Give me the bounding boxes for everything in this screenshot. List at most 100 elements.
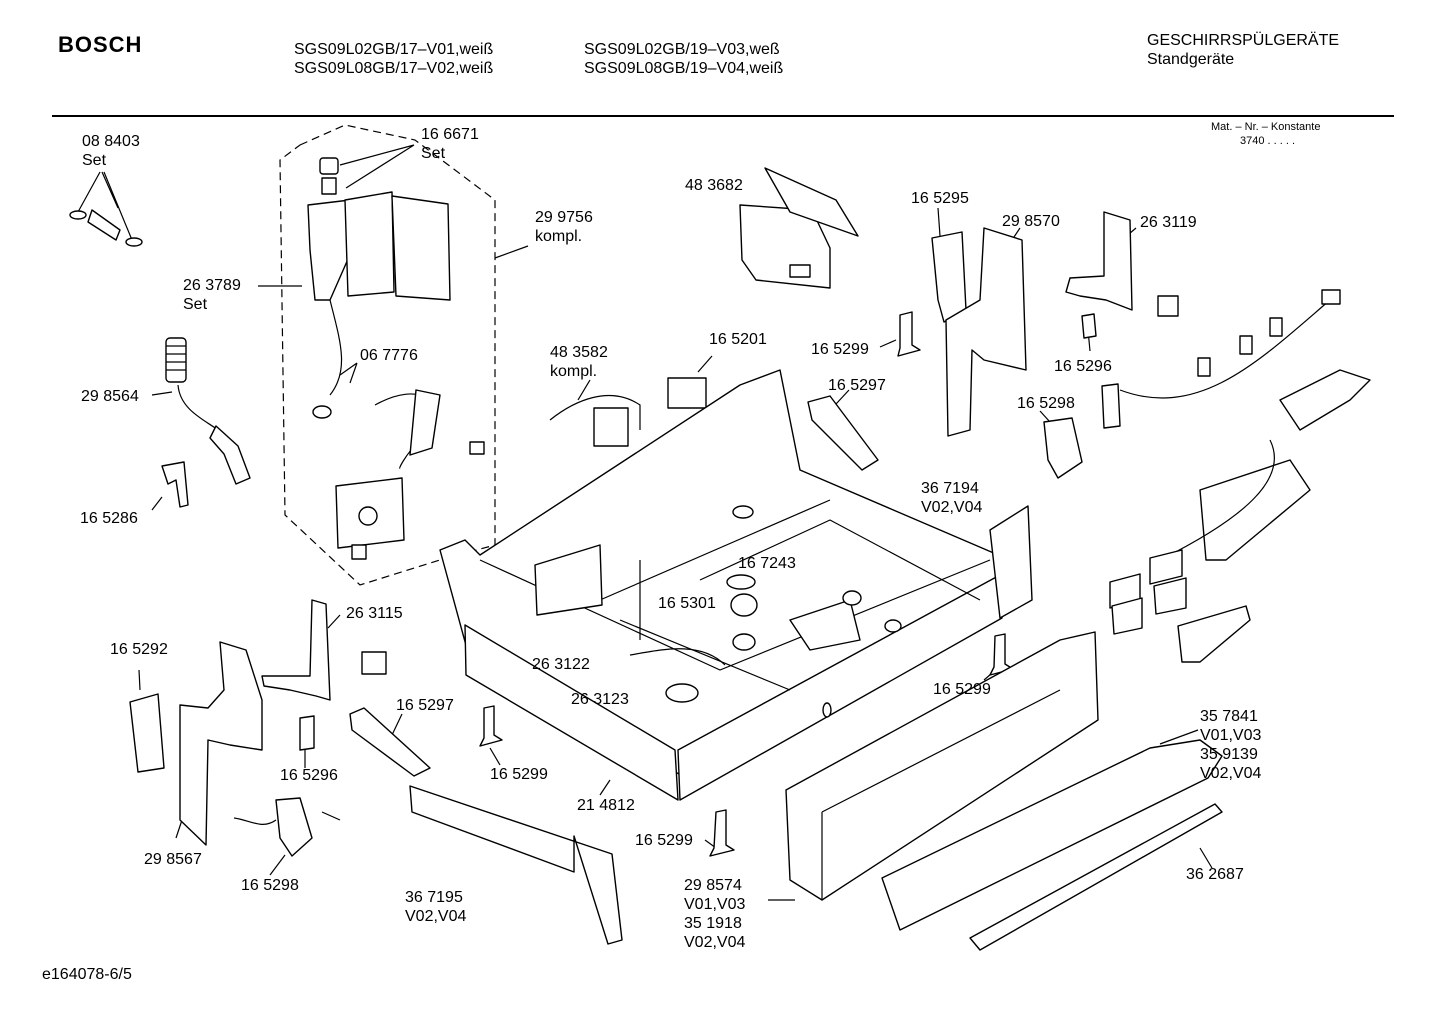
part-label-263123: 26 3123 (571, 691, 629, 708)
brand-logo: BOSCH (58, 32, 143, 57)
part-note: kompl. (550, 363, 598, 380)
part-label-165292: 16 5292 (110, 641, 168, 658)
part-label-165296-b: 16 5296 (280, 767, 338, 784)
part-label-357841: 35 7841 V01,V03 35 9139 V02,V04 (1200, 707, 1261, 783)
part-label-165201: 16 5201 (709, 331, 767, 348)
mat-nr-value: 3740 . . . . . (1240, 135, 1296, 147)
kickplate-298574 (785, 631, 1099, 901)
part-label-263122: 26 3122 (532, 656, 590, 673)
screw-165299-a (897, 311, 921, 357)
clip-165286 (161, 461, 189, 508)
cover-367194 (989, 505, 1033, 619)
part-number: 29 9756 (535, 209, 593, 226)
sensor-165298-a (1043, 417, 1083, 479)
trim-362687 (969, 803, 1223, 951)
model-list-2: SGS09L02GB/19–V03,weß SGS09L08GB/19–V04,… (584, 40, 783, 78)
part-number: 35 1918 (684, 915, 742, 932)
model-line: SGS09L08GB/17–V02,weiß (294, 60, 494, 77)
bracket-263119 (1065, 211, 1133, 311)
clip-165296-b (299, 715, 315, 751)
part-note: V01,V03 (684, 896, 746, 913)
control-module (739, 167, 859, 289)
part-label-263115: 26 3115 (346, 605, 403, 622)
clip-165296-a (1081, 313, 1097, 339)
part-label-263789: 26 3789 Set (183, 276, 241, 314)
category-subtitle: Standgeräte (1147, 51, 1235, 68)
wiring-harness (1101, 289, 1371, 663)
part-label-165299-a: 16 5299 (811, 341, 869, 358)
spring-clip-165297-a (807, 395, 879, 471)
assembly-boundary (279, 124, 496, 586)
part-number: 48 3582 (550, 344, 608, 361)
part-label-165298-b: 16 5298 (241, 877, 299, 894)
model-list-1: SGS09L02GB/17–V01,weiß SGS09L08GB/17–V02… (294, 40, 493, 78)
model-line: SGS09L02GB/19–V03,weß (584, 41, 780, 58)
part-label-165295: 16 5295 (911, 190, 969, 207)
part-number: 35 9139 (1200, 746, 1258, 763)
category-title: GESCHIRRSPÜLGERÄTE (1147, 32, 1340, 49)
part-label-298564: 29 8564 (81, 388, 139, 405)
part-label-165299-d: 16 5299 (635, 832, 693, 849)
cover-165292 (129, 693, 165, 773)
part-number: 16 6671 (421, 126, 479, 143)
part-label-298567: 29 8567 (144, 851, 202, 868)
model-line: SGS09L08GB/19–V04,weiß (584, 60, 784, 77)
base-tub (439, 369, 1011, 801)
part-label-362687: 36 2687 (1186, 866, 1244, 883)
part-label-483682: 48 3682 (685, 177, 743, 194)
plug-165201 (667, 377, 707, 409)
spring-clip-165297-b (349, 707, 431, 777)
part-label-165297-a: 16 5297 (828, 377, 886, 394)
bracket-298570 (945, 227, 1027, 437)
part-note: V02,V04 (684, 934, 746, 951)
part-number: 08 8403 (82, 133, 140, 150)
part-label-088403: 08 8403 Set (82, 132, 140, 170)
part-label-298574: 29 8574 V01,V03 35 1918 V02,V04 (684, 876, 745, 952)
plug-165296-a (1157, 295, 1179, 317)
part-label-166671: 16 6671 Set (421, 125, 479, 163)
part-number: 29 8574 (684, 877, 742, 894)
part-note: V02,V04 (405, 908, 467, 925)
hose-clamp-set (69, 209, 143, 247)
part-note: Set (82, 152, 107, 169)
part-label-165299-c: 16 5299 (490, 766, 548, 783)
part-label-367195: 36 7195 V02,V04 (405, 888, 466, 926)
part-label-298570: 29 8570 (1002, 213, 1060, 230)
wire-483582 (549, 395, 641, 430)
screw-165299-c (709, 809, 735, 857)
part-label-299756: 29 9756 kompl. (535, 208, 593, 246)
mat-nr-label: Mat. – Nr. – Konstante (1211, 121, 1321, 133)
screw-165299-b (479, 705, 503, 747)
part-label-165297-b: 16 5297 (396, 697, 454, 714)
part-label-165298-a: 16 5298 (1017, 395, 1075, 412)
category-block: GESCHIRRSPÜLGERÄTE Standgeräte (1147, 31, 1339, 69)
trim-357841 (881, 739, 1223, 931)
part-label-165286: 16 5286 (80, 510, 138, 527)
part-number: 36 7195 (405, 889, 463, 906)
part-label-367194: 36 7194 V02,V04 (921, 479, 982, 517)
part-label-165299-b: 16 5299 (933, 681, 991, 698)
model-line: SGS09L02GB/17–V01,weiß (294, 41, 494, 58)
part-label-263119: 26 3119 (1140, 214, 1197, 231)
connector-483582 (593, 407, 629, 447)
part-note: V01,V03 (1200, 727, 1262, 744)
corrugated-hose (165, 337, 251, 485)
drawing-id: e164078-6/5 (42, 966, 132, 983)
part-label-214812: 21 4812 (577, 797, 635, 814)
plug-263115 (361, 651, 387, 675)
part-note: V02,V04 (1200, 765, 1262, 782)
part-note: Set (421, 145, 446, 162)
part-note: V02,V04 (921, 499, 983, 516)
part-number: 35 7841 (1200, 708, 1258, 725)
part-label-165301: 16 5301 (658, 595, 716, 612)
plinth-367195 (409, 785, 623, 945)
part-note: Set (183, 296, 208, 313)
bracket-165295 (931, 231, 967, 323)
part-note: kompl. (535, 228, 583, 245)
part-label-483582: 48 3582 kompl. (550, 343, 608, 381)
bracket-263115 (261, 599, 331, 701)
valve-assembly (307, 157, 485, 560)
header-rule (52, 115, 1394, 117)
sensor-165298-b (275, 797, 313, 857)
